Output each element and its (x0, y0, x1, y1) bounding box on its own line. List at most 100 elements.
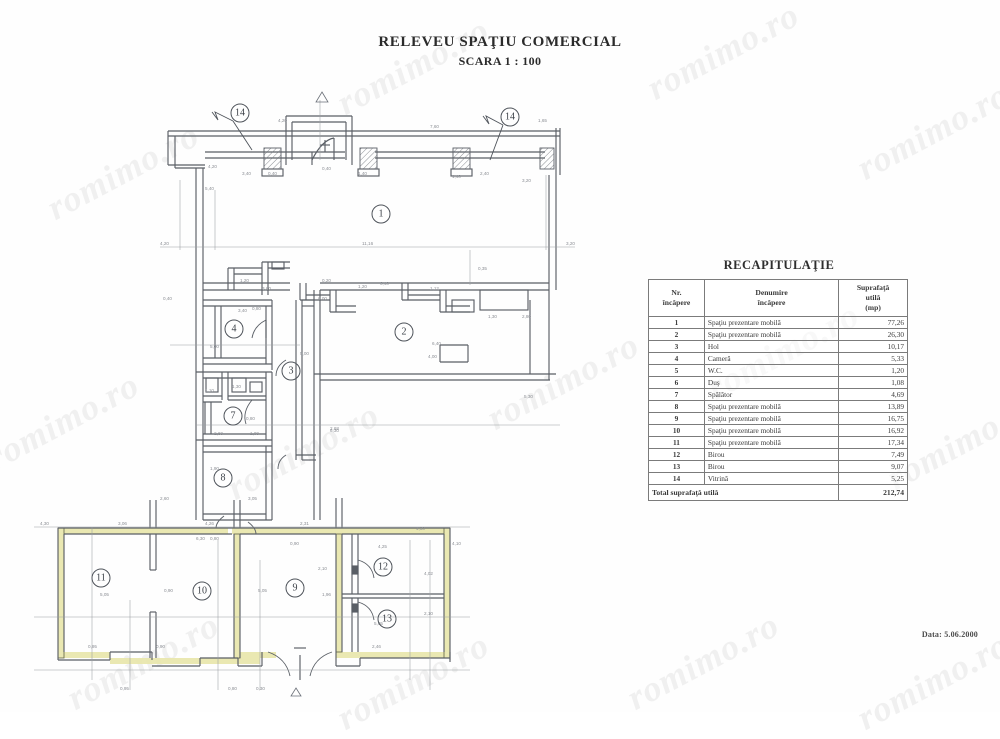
svg-text:2,46: 2,46 (372, 644, 381, 649)
svg-text:3,40: 3,40 (242, 171, 251, 176)
cell-room-name: Birou (703, 460, 840, 473)
svg-text:0,80: 0,80 (210, 536, 219, 541)
svg-text:6,40: 6,40 (432, 341, 441, 346)
column-header-name: Denumire încăpere (703, 279, 840, 317)
cell-room-area: 4,69 (838, 388, 908, 401)
svg-text:11,16: 11,16 (362, 241, 374, 246)
cell-room-number: 1 (648, 316, 705, 329)
svg-text:0,80: 0,80 (228, 686, 237, 691)
svg-text:4,30: 4,30 (416, 526, 425, 531)
svg-text:5,30: 5,30 (524, 394, 533, 399)
svg-text:2,60: 2,60 (160, 496, 169, 501)
svg-text:10: 10 (197, 586, 207, 597)
svg-text:0,40: 0,40 (163, 296, 172, 301)
cell-room-name: Spaţiu prezentare mobilă (703, 412, 840, 425)
svg-text:4,25: 4,25 (378, 544, 387, 549)
cell-room-name: Spaţiu prezentare mobilă (703, 436, 840, 449)
svg-text:0,20: 0,20 (322, 278, 331, 283)
cell-room-name: Spălător (703, 388, 840, 401)
svg-text:0,40: 0,40 (268, 171, 277, 176)
svg-text:2,60: 2,60 (214, 431, 223, 436)
table-header-row: Nr. încăpere Denumire încăpere Suprafaţă… (648, 279, 908, 317)
svg-text:0,90: 0,90 (156, 644, 165, 649)
svg-text:3,06: 3,06 (118, 521, 127, 526)
svg-text:0,80: 0,80 (252, 306, 261, 311)
svg-text:1: 1 (379, 209, 384, 220)
scale-label: SCARA 1 : 100 (458, 54, 542, 68)
svg-text:6,40: 6,40 (380, 281, 389, 286)
cell-room-area: 26,30 (838, 328, 908, 341)
svg-text:3,20: 3,20 (522, 178, 531, 183)
svg-text:2,40: 2,40 (480, 171, 489, 176)
svg-text:1,30: 1,30 (488, 314, 497, 319)
svg-text:1,40: 1,40 (452, 174, 461, 179)
svg-text:14: 14 (505, 112, 515, 123)
svg-text:0,40: 0,40 (322, 166, 331, 171)
svg-text:0,80: 0,80 (246, 416, 255, 421)
svg-text:13: 13 (382, 614, 392, 625)
svg-text:4,20: 4,20 (278, 118, 287, 123)
svg-text:2,10: 2,10 (424, 611, 433, 616)
svg-text:2,31: 2,31 (300, 521, 309, 526)
svg-text:3,60: 3,60 (262, 286, 271, 291)
svg-text:14: 14 (235, 108, 245, 119)
svg-text:5,00: 5,00 (300, 351, 309, 356)
room-number-markers: 1 2 3 4 7 8 9 10 11 12 13 14 14 (91, 91, 520, 697)
svg-text:4,20: 4,20 (160, 241, 169, 246)
cell-room-area: 16,92 (838, 424, 908, 437)
svg-text:1,96: 1,96 (322, 592, 331, 597)
cell-room-name: Spaţiu prezentare mobilă (703, 316, 840, 329)
svg-text:11: 11 (96, 573, 106, 584)
cell-room-area: 13,89 (838, 400, 908, 413)
svg-text:2,68: 2,68 (330, 426, 339, 431)
svg-text:4: 4 (232, 324, 237, 335)
svg-text:4,26: 4,26 (205, 521, 214, 526)
svg-text:1,20: 1,20 (240, 278, 249, 283)
cell-room-name: Duş (703, 376, 840, 389)
svg-text:1,40: 1,40 (358, 171, 367, 176)
svg-text:2,80: 2,80 (522, 314, 531, 319)
svg-text:1,65: 1,65 (538, 118, 547, 123)
title-block: RELEVEU SPAŢIU COMERCIAL SCARA 1 : 100 (0, 34, 1000, 69)
svg-text:0,30: 0,30 (256, 686, 265, 691)
cell-room-number: 5 (648, 364, 705, 377)
svg-text:0,35: 0,35 (478, 266, 487, 271)
svg-text:4,00: 4,00 (428, 354, 437, 359)
svg-text:1,90: 1,90 (210, 466, 219, 471)
svg-text:2: 2 (402, 327, 407, 338)
cell-room-name: Spaţiu prezentare mobilă (703, 424, 840, 437)
cell-room-name: W.C. (703, 364, 840, 377)
svg-text:12: 12 (378, 562, 388, 573)
recapitulation-table-block: RECAPITULAŢIE Nr. încăpere Denumire încă… (647, 258, 910, 501)
cell-room-area: 10,17 (838, 340, 908, 353)
svg-text:3,05: 3,05 (248, 496, 257, 501)
total-label: Total suprafaţă utilă (647, 484, 840, 501)
cell-room-number: 8 (648, 400, 705, 413)
svg-text:4,30: 4,30 (40, 521, 49, 526)
svg-text:7: 7 (231, 411, 236, 422)
svg-text:0,90: 0,90 (164, 588, 173, 593)
date-note: Data: 5.06.2000 (921, 630, 978, 639)
cell-room-number: 4 (648, 352, 705, 365)
cell-room-name: Spaţiu prezentare mobilă (703, 400, 840, 413)
svg-text:2,10: 2,10 (318, 566, 327, 571)
cell-room-number: 11 (648, 436, 705, 449)
svg-text:3,20: 3,20 (566, 241, 575, 246)
cell-room-area: 1,20 (838, 364, 908, 377)
svg-text:5,40: 5,40 (205, 186, 214, 191)
recapitulation-table: Nr. încăpere Denumire încăpere Suprafaţă… (647, 279, 908, 501)
cell-room-number: 10 (648, 424, 705, 437)
svg-text:3,40: 3,40 (238, 308, 247, 313)
cell-room-number: 12 (648, 448, 705, 461)
